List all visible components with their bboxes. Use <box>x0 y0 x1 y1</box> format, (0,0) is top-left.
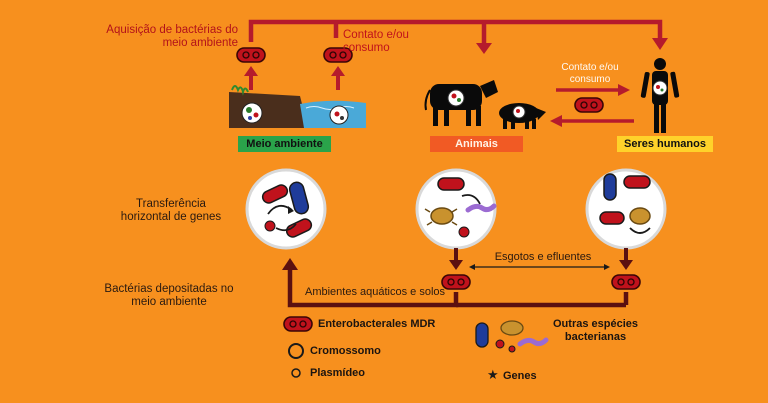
hgt-label: Transferência horizontal de genes <box>120 198 222 224</box>
environment-scene <box>229 85 366 128</box>
lens-down-arrows <box>449 248 633 270</box>
sewage-label: Esgotos e efluentes <box>494 251 592 263</box>
contact-top-label: Contato e/ou consumo <box>343 29 409 55</box>
return-arrow <box>282 258 629 308</box>
contact-arrows <box>550 84 634 127</box>
top-flow-arrows <box>248 19 663 45</box>
sewage-double-arrow <box>469 264 610 270</box>
legend-mdr-label: Enterobacterales MDR <box>318 318 436 330</box>
legend-plasmid-label: Plasmídeo <box>310 367 366 379</box>
legend-graphics: ★ <box>283 316 549 382</box>
bacteria-icon <box>574 97 604 113</box>
legend-mdr-icon <box>283 316 313 332</box>
cow-illustration <box>424 80 498 126</box>
bacteria-icon <box>611 274 641 290</box>
source-animals-tag: Animais <box>430 136 523 152</box>
lens-environment <box>245 168 327 250</box>
source-humans-tag: Seres humanos <box>617 136 713 152</box>
source-environment-tag: Meio ambiente <box>238 136 331 152</box>
human-silhouette <box>640 58 680 133</box>
pig-illustration <box>499 103 546 129</box>
lens-humans <box>585 168 667 250</box>
legend-other-species-label: Outras espécies bacterianas <box>553 318 638 343</box>
bacteria-icon <box>236 47 266 63</box>
contact-right-label: Contato e/ou consumo <box>561 62 619 85</box>
lens-animals <box>415 168 497 250</box>
legend-chromosome-label: Cromossomo <box>310 345 381 357</box>
acquisition-label: Aquisição de bactérias do meio ambiente <box>106 24 238 50</box>
legend-genes-label: Genes <box>503 370 537 382</box>
deposited-label: Bactérias depositadas no meio ambiente <box>104 283 234 309</box>
environment-up-arrows <box>244 66 345 90</box>
svg-text:★: ★ <box>487 367 499 382</box>
top-arrowheads <box>476 38 668 54</box>
aquatic-label: Ambientes aquáticos e solos <box>304 286 446 298</box>
